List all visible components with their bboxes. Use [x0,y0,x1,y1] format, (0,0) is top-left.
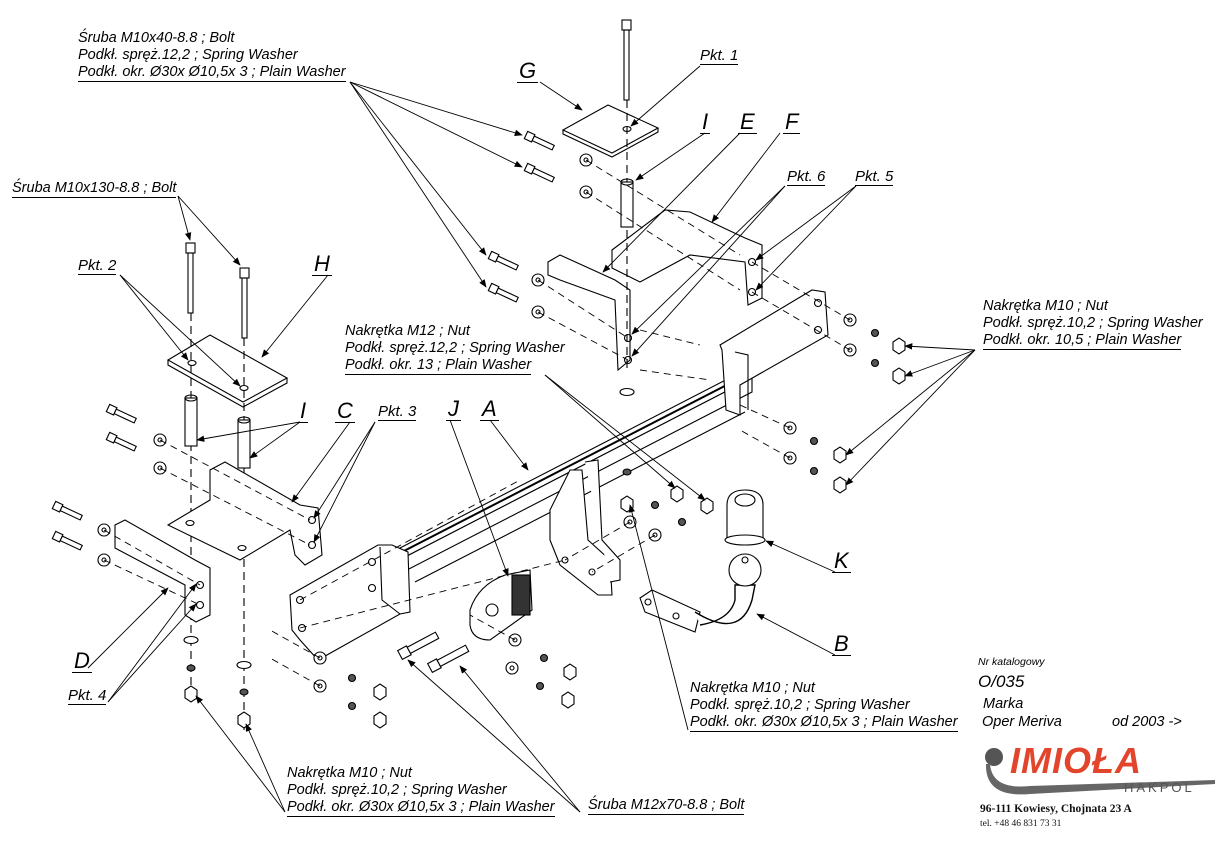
point-label-5: Pkt. 5 [855,168,894,186]
note-line: Podkł. spręż.10,2 ; Spring Washer [983,315,1203,331]
note-line: Podkł. okr. Ø30x Ø10,5x 3 ; Plain Washer [287,799,555,817]
note-line: Nakrętka M10 ; Nut [287,765,412,781]
part-label-f: F [783,109,801,134]
make-label: Marka [983,696,1024,712]
company-sub-brand: HAKPOL [1124,780,1195,795]
part-label-c: C [335,398,355,423]
point-label-1: Pkt. 1 [700,47,739,65]
note-line: Nakrętka M12 ; Nut [345,323,470,339]
company-phone: tel. +48 46 831 73 31 [980,819,1062,829]
point-label-4: Pkt. 4 [68,687,107,705]
part-label-i-top: I [700,109,711,134]
long-bolt-top [621,19,632,370]
note-line: Podkł. okr. 13 ; Plain Washer [345,357,532,375]
note-lower-right-m10-nut: Nakrętka M10 ; Nut Podkł. spręż.10,2 ; S… [690,680,958,732]
note-line: Śruba M10x130-8.8 ; Bolt [12,180,177,198]
bracket-c [166,461,323,566]
note-line: Podkł. spręż.10,2 ; Spring Washer [690,697,910,713]
ball-cap-k [724,489,766,546]
hardware [51,130,906,729]
company-address: 96-111 Kowiesy, Chojnata 23 A [980,803,1132,815]
part-label-e: E [738,109,757,134]
leader-lines [87,65,976,813]
plate-g [561,104,660,158]
part-label-h: H [312,251,332,276]
part-label-i-left: I [298,398,309,423]
bracket-f [611,209,763,306]
part-label-k: K [832,548,851,573]
note-line: Podkł. spręż.12,2 ; Spring Washer [345,340,565,356]
plate-h [166,334,289,408]
note-line: Podkł. okr. Ø30x Ø10,5x 3 ; Plain Washer [78,64,346,82]
note-line: Nakrętka M10 ; Nut [690,680,815,696]
point-label-3: Pkt. 3 [378,403,417,421]
right-end-plate [719,289,829,416]
catalog-number: O/035 [978,672,1025,691]
note-line: Śruba M12x70-8.8 ; Bolt [588,797,745,815]
note-line: Nakrętka M10 ; Nut [983,298,1108,314]
catalog-number-label: Nr katalogowy [978,656,1045,668]
part-label-d: D [72,648,92,673]
note-line: Podkł. spręż.10,2 ; Spring Washer [287,782,507,798]
point-label-2: Pkt. 2 [78,257,117,275]
note-long-bolt: Śruba M10x130-8.8 ; Bolt [12,180,177,198]
note-right-m10-nut: Nakrętka M10 ; Nut Podkł. spręż.10,2 ; S… [983,298,1203,350]
note-line: Podkł. okr. 10,5 ; Plain Washer [983,332,1182,350]
towball-b [639,553,762,633]
left-end-plate [289,544,411,661]
note-bottom-m10-nut: Nakrętka M10 ; Nut Podkł. spręż.10,2 ; S… [287,765,555,817]
note-line: Podkł. spręż.12,2 ; Spring Washer [78,47,298,63]
note-center-m12-nut: Nakrętka M12 ; Nut Podkł. spręż.12,2 ; S… [345,323,565,375]
note-line: Podkł. okr. Ø30x Ø10,5x 3 ; Plain Washer [690,714,958,732]
point-label-6: Pkt. 6 [787,168,826,186]
ball-mount-bracket [549,459,621,596]
note-bottom-m12-bolt: Śruba M12x70-8.8 ; Bolt [588,797,745,815]
note-top-bolts: Śruba M10x40-8.8 ; Bolt Podkł. spręż.12,… [78,30,346,82]
company-brand: IMIOŁA [1010,740,1142,781]
spacer-i-top [620,178,634,228]
note-line: Śruba M10x40-8.8 ; Bolt [78,30,235,46]
socket-plate-j [469,569,533,641]
vehicle-model: Oper Meriva [982,714,1062,730]
vehicle-year-range: od 2003 -> [1112,714,1182,730]
bracket-e [547,254,633,372]
assembly-lines [103,159,851,687]
part-label-j: J [446,396,461,421]
part-label-a: A [480,396,499,421]
part-label-g: G [517,58,539,83]
part-label-b: B [832,631,851,656]
imiola-logo-mark [985,748,1215,795]
